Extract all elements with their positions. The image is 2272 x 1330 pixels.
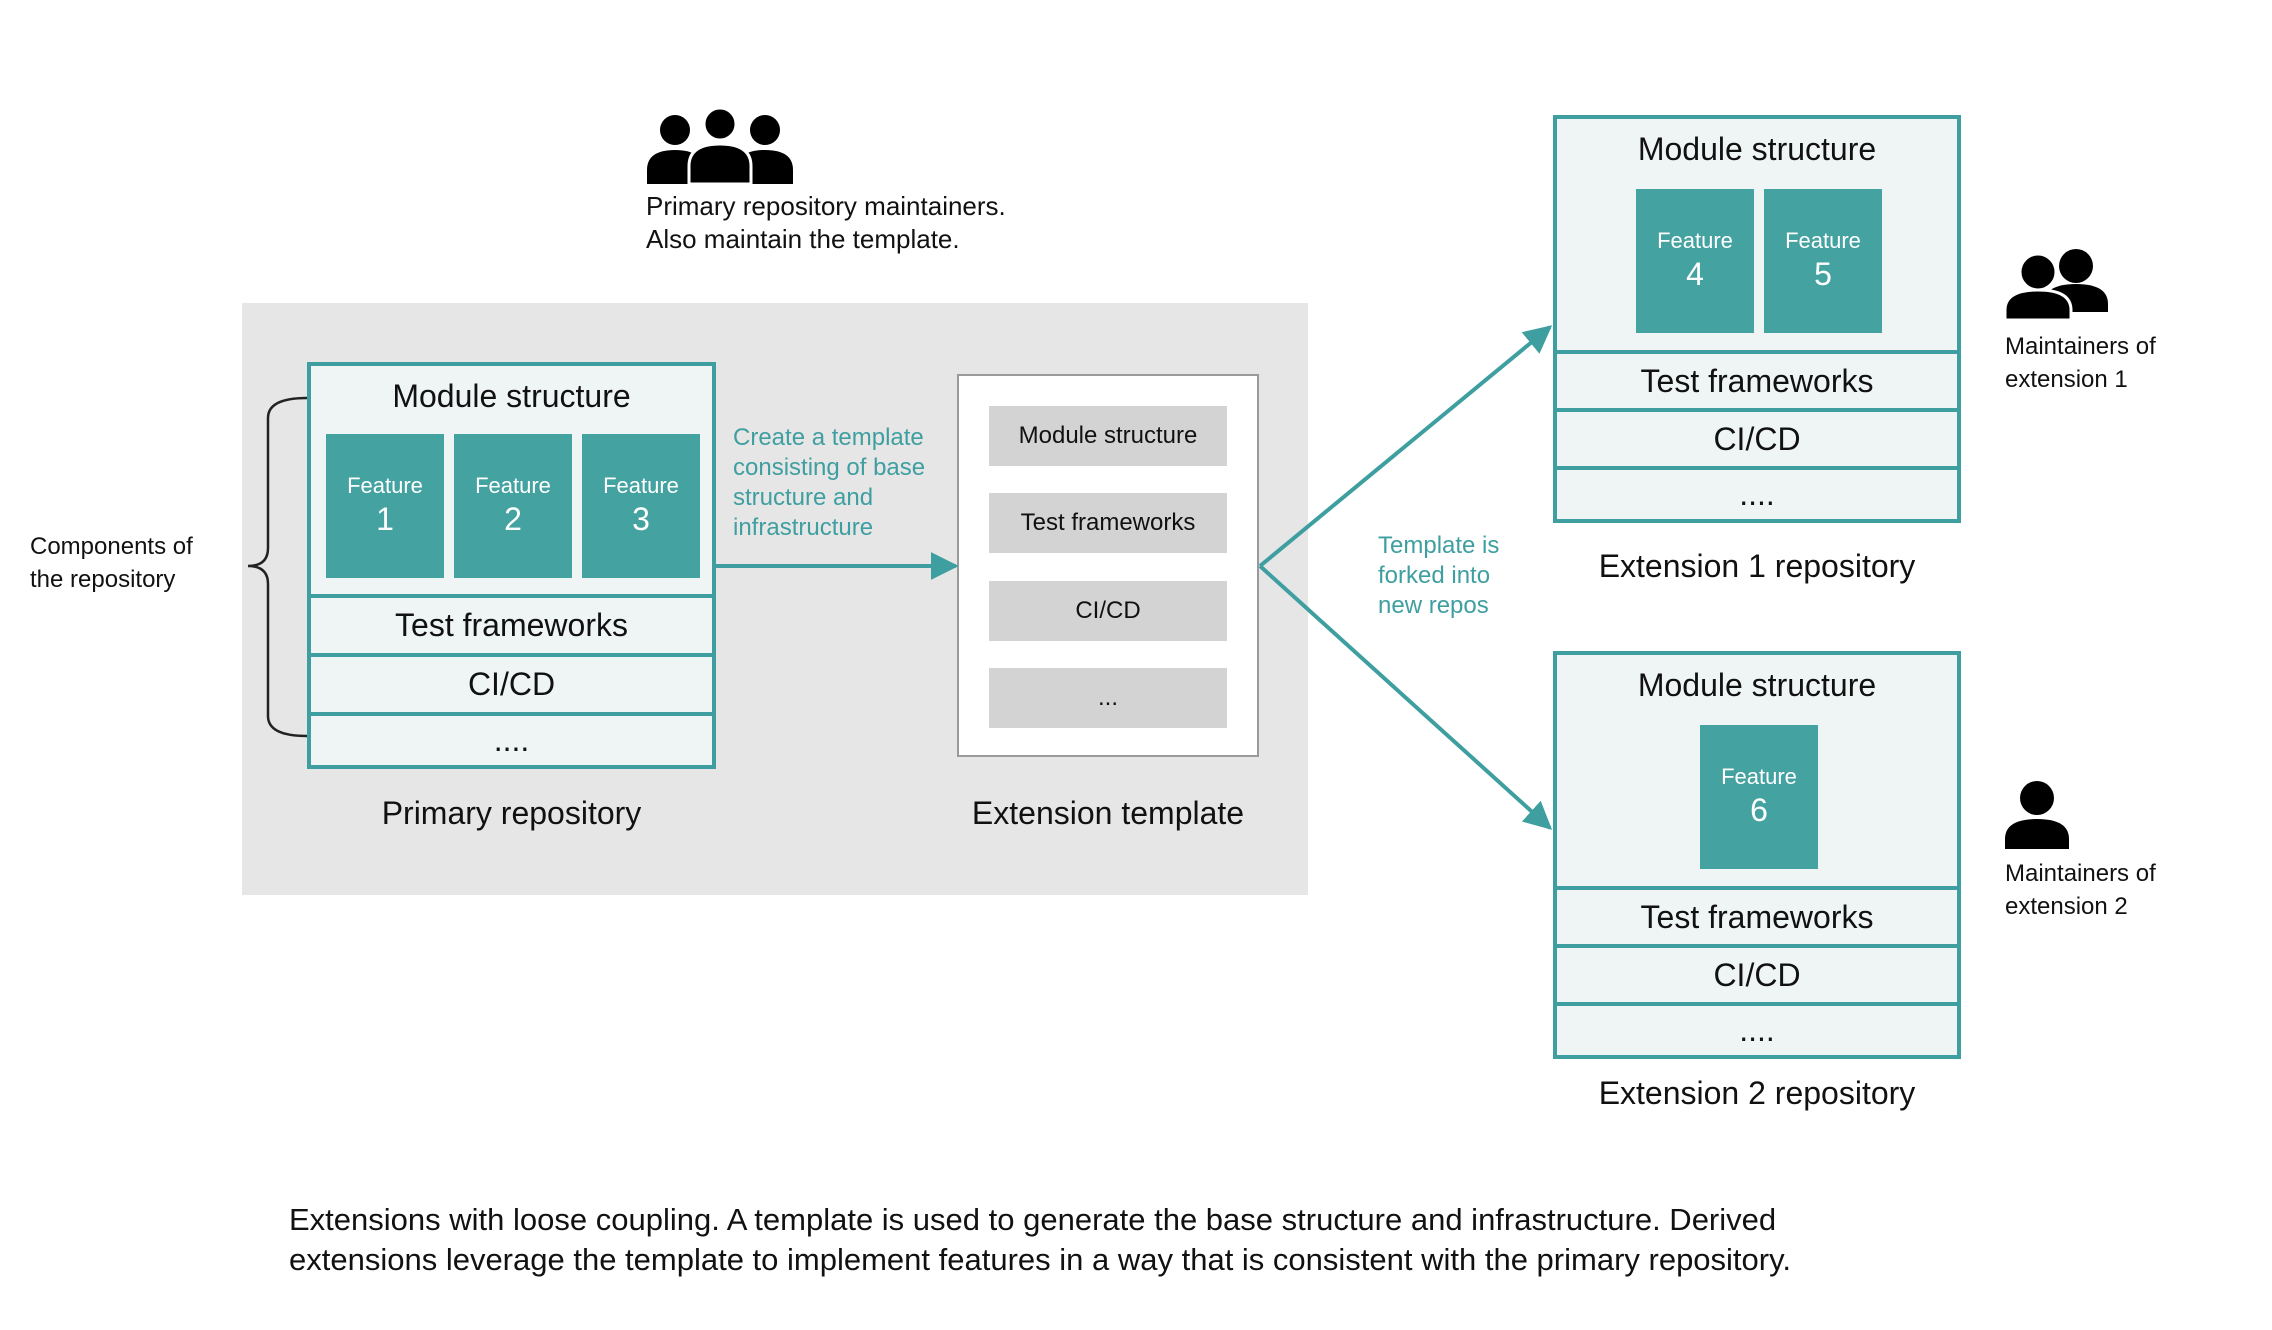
- feature-number: 5: [1814, 256, 1832, 292]
- ext2-maintainers-line-1: Maintainers of: [2005, 860, 2156, 887]
- two-people-icon: [2004, 249, 2108, 320]
- more-row: ....: [1557, 1002, 1957, 1055]
- forked-label: Template is forked into new repos: [1378, 531, 1499, 621]
- feature-number: 4: [1686, 256, 1704, 292]
- more-row: ....: [311, 712, 712, 765]
- ext1-maintainers-line-2: extension 1: [2005, 366, 2128, 393]
- feature-label: Feature: [347, 473, 423, 498]
- module-structure-title: Module structure: [1637, 131, 1877, 167]
- module-structure-title: Module structure: [392, 378, 631, 414]
- feature-label: Feature: [603, 473, 679, 498]
- forked-label-line-3: new repos: [1378, 592, 1489, 619]
- extension-template-box: Module structure Test frameworks CI/CD .…: [957, 374, 1259, 757]
- test-frameworks-row: Test frameworks: [311, 594, 712, 653]
- extension-1-repository-caption: Extension 1 repository: [1598, 548, 1916, 584]
- footer-line-2: extensions leverage the template to impl…: [289, 1242, 1791, 1277]
- feature-number: 1: [376, 501, 394, 537]
- extension-template-caption: Extension template: [971, 795, 1245, 831]
- components-label-line-2: the repository: [30, 566, 176, 593]
- diagram-footer-caption: Extensions with loose coupling. A templa…: [289, 1200, 1791, 1280]
- feature-3-box: Feature 3: [582, 434, 700, 578]
- feature-label: Feature: [1785, 228, 1861, 253]
- feature-4-box: Feature 4: [1636, 189, 1754, 333]
- feature-2-box: Feature 2: [454, 434, 572, 578]
- create-template-label: Create a template consisting of base str…: [733, 423, 925, 543]
- extension-2-maintainers-label: Maintainers of extension 2: [2005, 857, 2156, 923]
- forked-label-line-1: Template is: [1378, 532, 1500, 559]
- group-of-three-people-icon: [647, 108, 793, 184]
- primary-maintainers-line-1: Primary repository maintainers.: [646, 191, 1006, 221]
- components-label: Components of the repository: [30, 530, 193, 596]
- create-template-line-3: structure and: [733, 484, 874, 511]
- test-frameworks-row: Test frameworks: [1557, 886, 1957, 944]
- more-row: ....: [1557, 466, 1957, 519]
- test-frameworks-row: Test frameworks: [1557, 350, 1957, 408]
- create-template-line-2: consisting of base: [733, 454, 926, 481]
- create-template-line-1: Create a template: [733, 424, 924, 451]
- single-person-icon: [2005, 781, 2069, 849]
- feature-1-box: Feature 1: [326, 434, 444, 578]
- primary-repository-caption: Primary repository: [381, 795, 642, 831]
- feature-label: Feature: [1721, 764, 1797, 789]
- ci-cd-row: CI/CD: [311, 653, 712, 712]
- footer-line-1: Extensions with loose coupling. A templa…: [289, 1202, 1777, 1237]
- template-more: ...: [989, 668, 1227, 728]
- feature-number: 2: [504, 501, 522, 537]
- module-structure-section: Module structure Feature 1 Feature 2 Fea…: [311, 366, 712, 594]
- feature-label: Feature: [475, 473, 551, 498]
- primary-maintainers-line-2: Also maintain the template.: [646, 224, 960, 254]
- extension-2-repository-box: Module structure Feature 6 Test framewor…: [1553, 651, 1961, 1059]
- feature-6-box: Feature 6: [1700, 725, 1818, 869]
- extension-1-repository-box: Module structure Feature 4 Feature 5 Tes…: [1553, 115, 1961, 523]
- ext2-maintainers-line-2: extension 2: [2005, 893, 2128, 920]
- feature-5-box: Feature 5: [1764, 189, 1882, 333]
- primary-repository-box: Module structure Feature 1 Feature 2 Fea…: [307, 362, 716, 769]
- feature-label: Feature: [1657, 228, 1733, 253]
- primary-maintainers-label: Primary repository maintainers. Also mai…: [646, 190, 1006, 256]
- feature-number: 6: [1750, 792, 1768, 828]
- fork-arrow-extension-1: [1258, 325, 1553, 568]
- module-structure-section: Module structure Feature 4 Feature 5: [1557, 119, 1957, 350]
- ci-cd-row: CI/CD: [1557, 944, 1957, 1002]
- components-label-line-1: Components of: [30, 533, 193, 560]
- extension-1-maintainers-label: Maintainers of extension 1: [2005, 330, 2156, 396]
- create-template-line-4: infrastructure: [733, 514, 874, 541]
- module-structure-title: Module structure: [1637, 667, 1877, 703]
- module-structure-section: Module structure Feature 6: [1557, 655, 1957, 886]
- feature-number: 3: [632, 501, 650, 537]
- components-brace: [247, 396, 308, 738]
- fork-arrow-extension-2: [1258, 564, 1553, 830]
- extension-2-repository-caption: Extension 2 repository: [1598, 1075, 1916, 1111]
- forked-label-line-2: forked into: [1378, 562, 1491, 589]
- ci-cd-row: CI/CD: [1557, 408, 1957, 466]
- template-ci-cd: CI/CD: [989, 581, 1227, 641]
- template-module-structure: Module structure: [989, 406, 1227, 466]
- template-test-frameworks: Test frameworks: [989, 493, 1227, 553]
- ext1-maintainers-line-1: Maintainers of: [2005, 333, 2156, 360]
